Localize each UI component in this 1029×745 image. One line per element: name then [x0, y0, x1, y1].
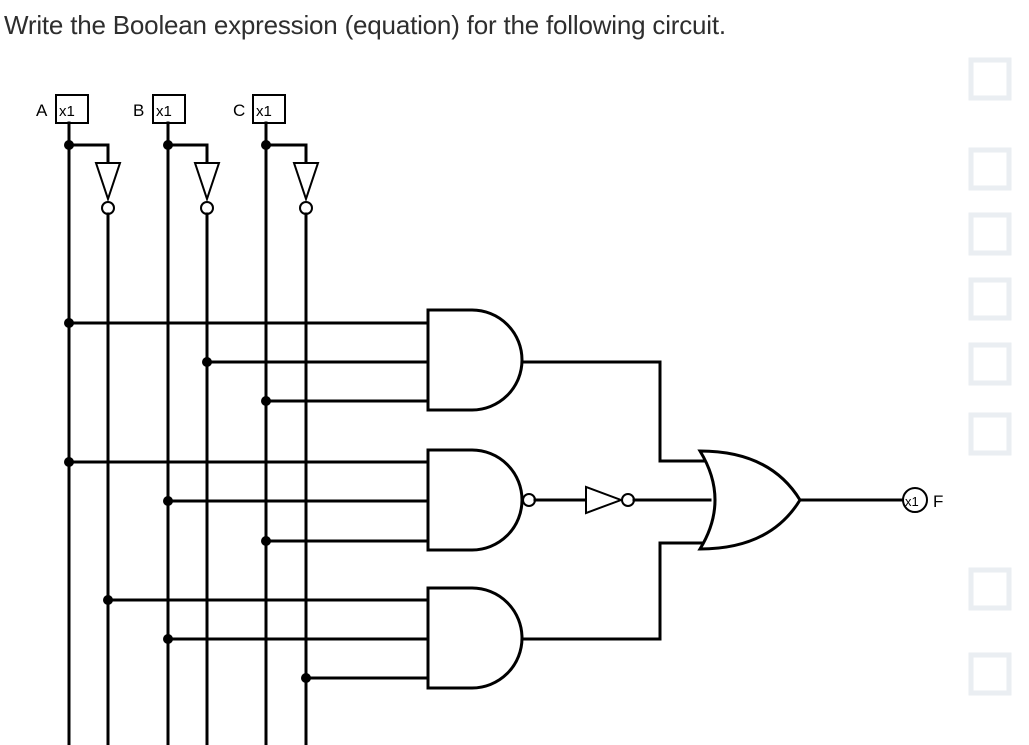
- output-probe-text: x1: [905, 494, 919, 509]
- nand-gate-2-bubble: [522, 493, 536, 507]
- input-a-box: [55, 94, 89, 124]
- not-gate: [585, 485, 624, 515]
- input-a: [55, 94, 122, 745]
- question-text: Write the Boolean expression (equation) …: [4, 10, 726, 40]
- input-a-label: A: [36, 101, 48, 120]
- output-label: F: [933, 492, 943, 511]
- input-b-box-text: x1: [156, 103, 172, 120]
- input-c-label: C: [233, 101, 245, 120]
- nand-gate-2: [426, 448, 524, 552]
- input-c-box-text: x1: [256, 103, 272, 120]
- or-gate: [697, 449, 802, 551]
- not-gate-bubble: [621, 493, 635, 507]
- junction-dots: [64, 140, 311, 683]
- and-gate-1: [426, 308, 524, 412]
- and-gate-3: [426, 586, 524, 690]
- input-a-box-text: x1: [59, 103, 75, 120]
- input-b: [152, 94, 221, 745]
- input-c: [252, 94, 320, 745]
- output-probe: [902, 487, 928, 513]
- input-b-label: B: [133, 101, 144, 120]
- input-c-box: [252, 94, 286, 124]
- background-pattern: [968, 57, 1012, 696]
